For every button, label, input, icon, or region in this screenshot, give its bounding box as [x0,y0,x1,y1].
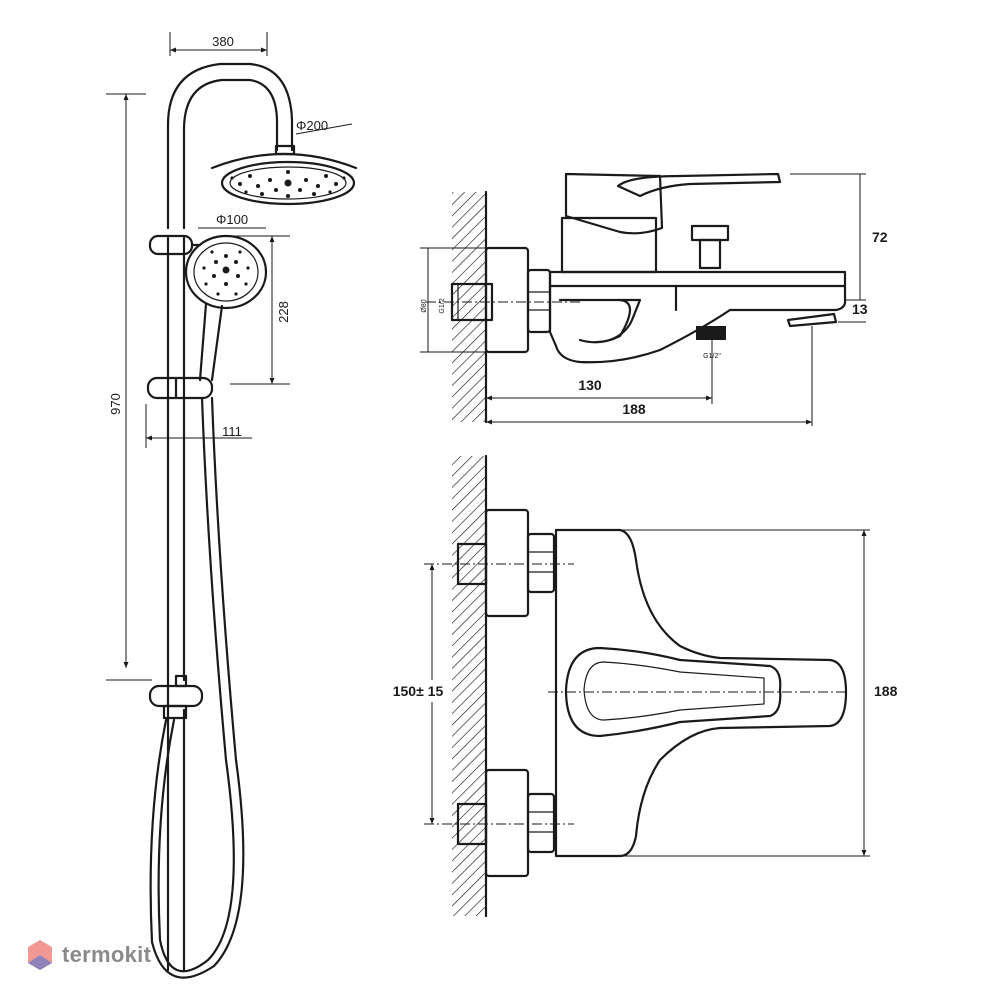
dim-top-height: 72 [872,229,888,245]
watermark: termokit [26,938,151,972]
riser-pipe [166,62,294,702]
dim-spout-reach: 130 [578,377,602,393]
dim-outlet-thread: G1/2" [703,353,721,360]
overhead-shower-head [210,144,358,206]
mixer-side-view: Ø80 G1/2 72 13 G1/2" 130 188 [420,172,888,426]
dim-head-diameter: Φ200 [296,118,328,133]
dim-hand-diameter: Φ100 [216,212,248,227]
wall-hatch-upper [452,192,486,422]
dim-arm-reach: 380 [212,34,234,49]
mixer-top-body [554,528,848,858]
dim-holder-depth: 111 [222,424,242,439]
dim-total-height: 970 [108,393,123,415]
dim-inlet-side: Ø80 [421,299,428,312]
shower-hose [157,396,235,973]
mixer-body [548,270,847,364]
outlet-thread [696,326,726,340]
dim-spout-drop: 13 [852,301,868,317]
shower-set-drawing: 380 Φ200 Φ100 228 970 111 [106,32,358,979]
dim-inlet-spacing: 150± 15 [393,683,444,699]
shower-dimensions: 380 Φ200 Φ100 228 970 111 [106,32,353,681]
lower-bracket [148,674,204,720]
dim-hand-height: 228 [276,301,291,323]
hand-shower [184,234,268,382]
wall-hatch-lower [452,456,486,916]
mixer-top-view: 150± 15 188 [388,454,898,918]
slide-bar-holder [146,376,214,400]
dim-width: 188 [874,683,898,699]
dim-inlet-thread: G1/2 [439,298,446,313]
termokit-logo-icon [28,940,52,970]
watermark-brand: termokit [62,942,152,967]
lever-handle [616,172,782,198]
dim-total-depth: 188 [622,401,646,417]
lever-top [564,646,782,738]
